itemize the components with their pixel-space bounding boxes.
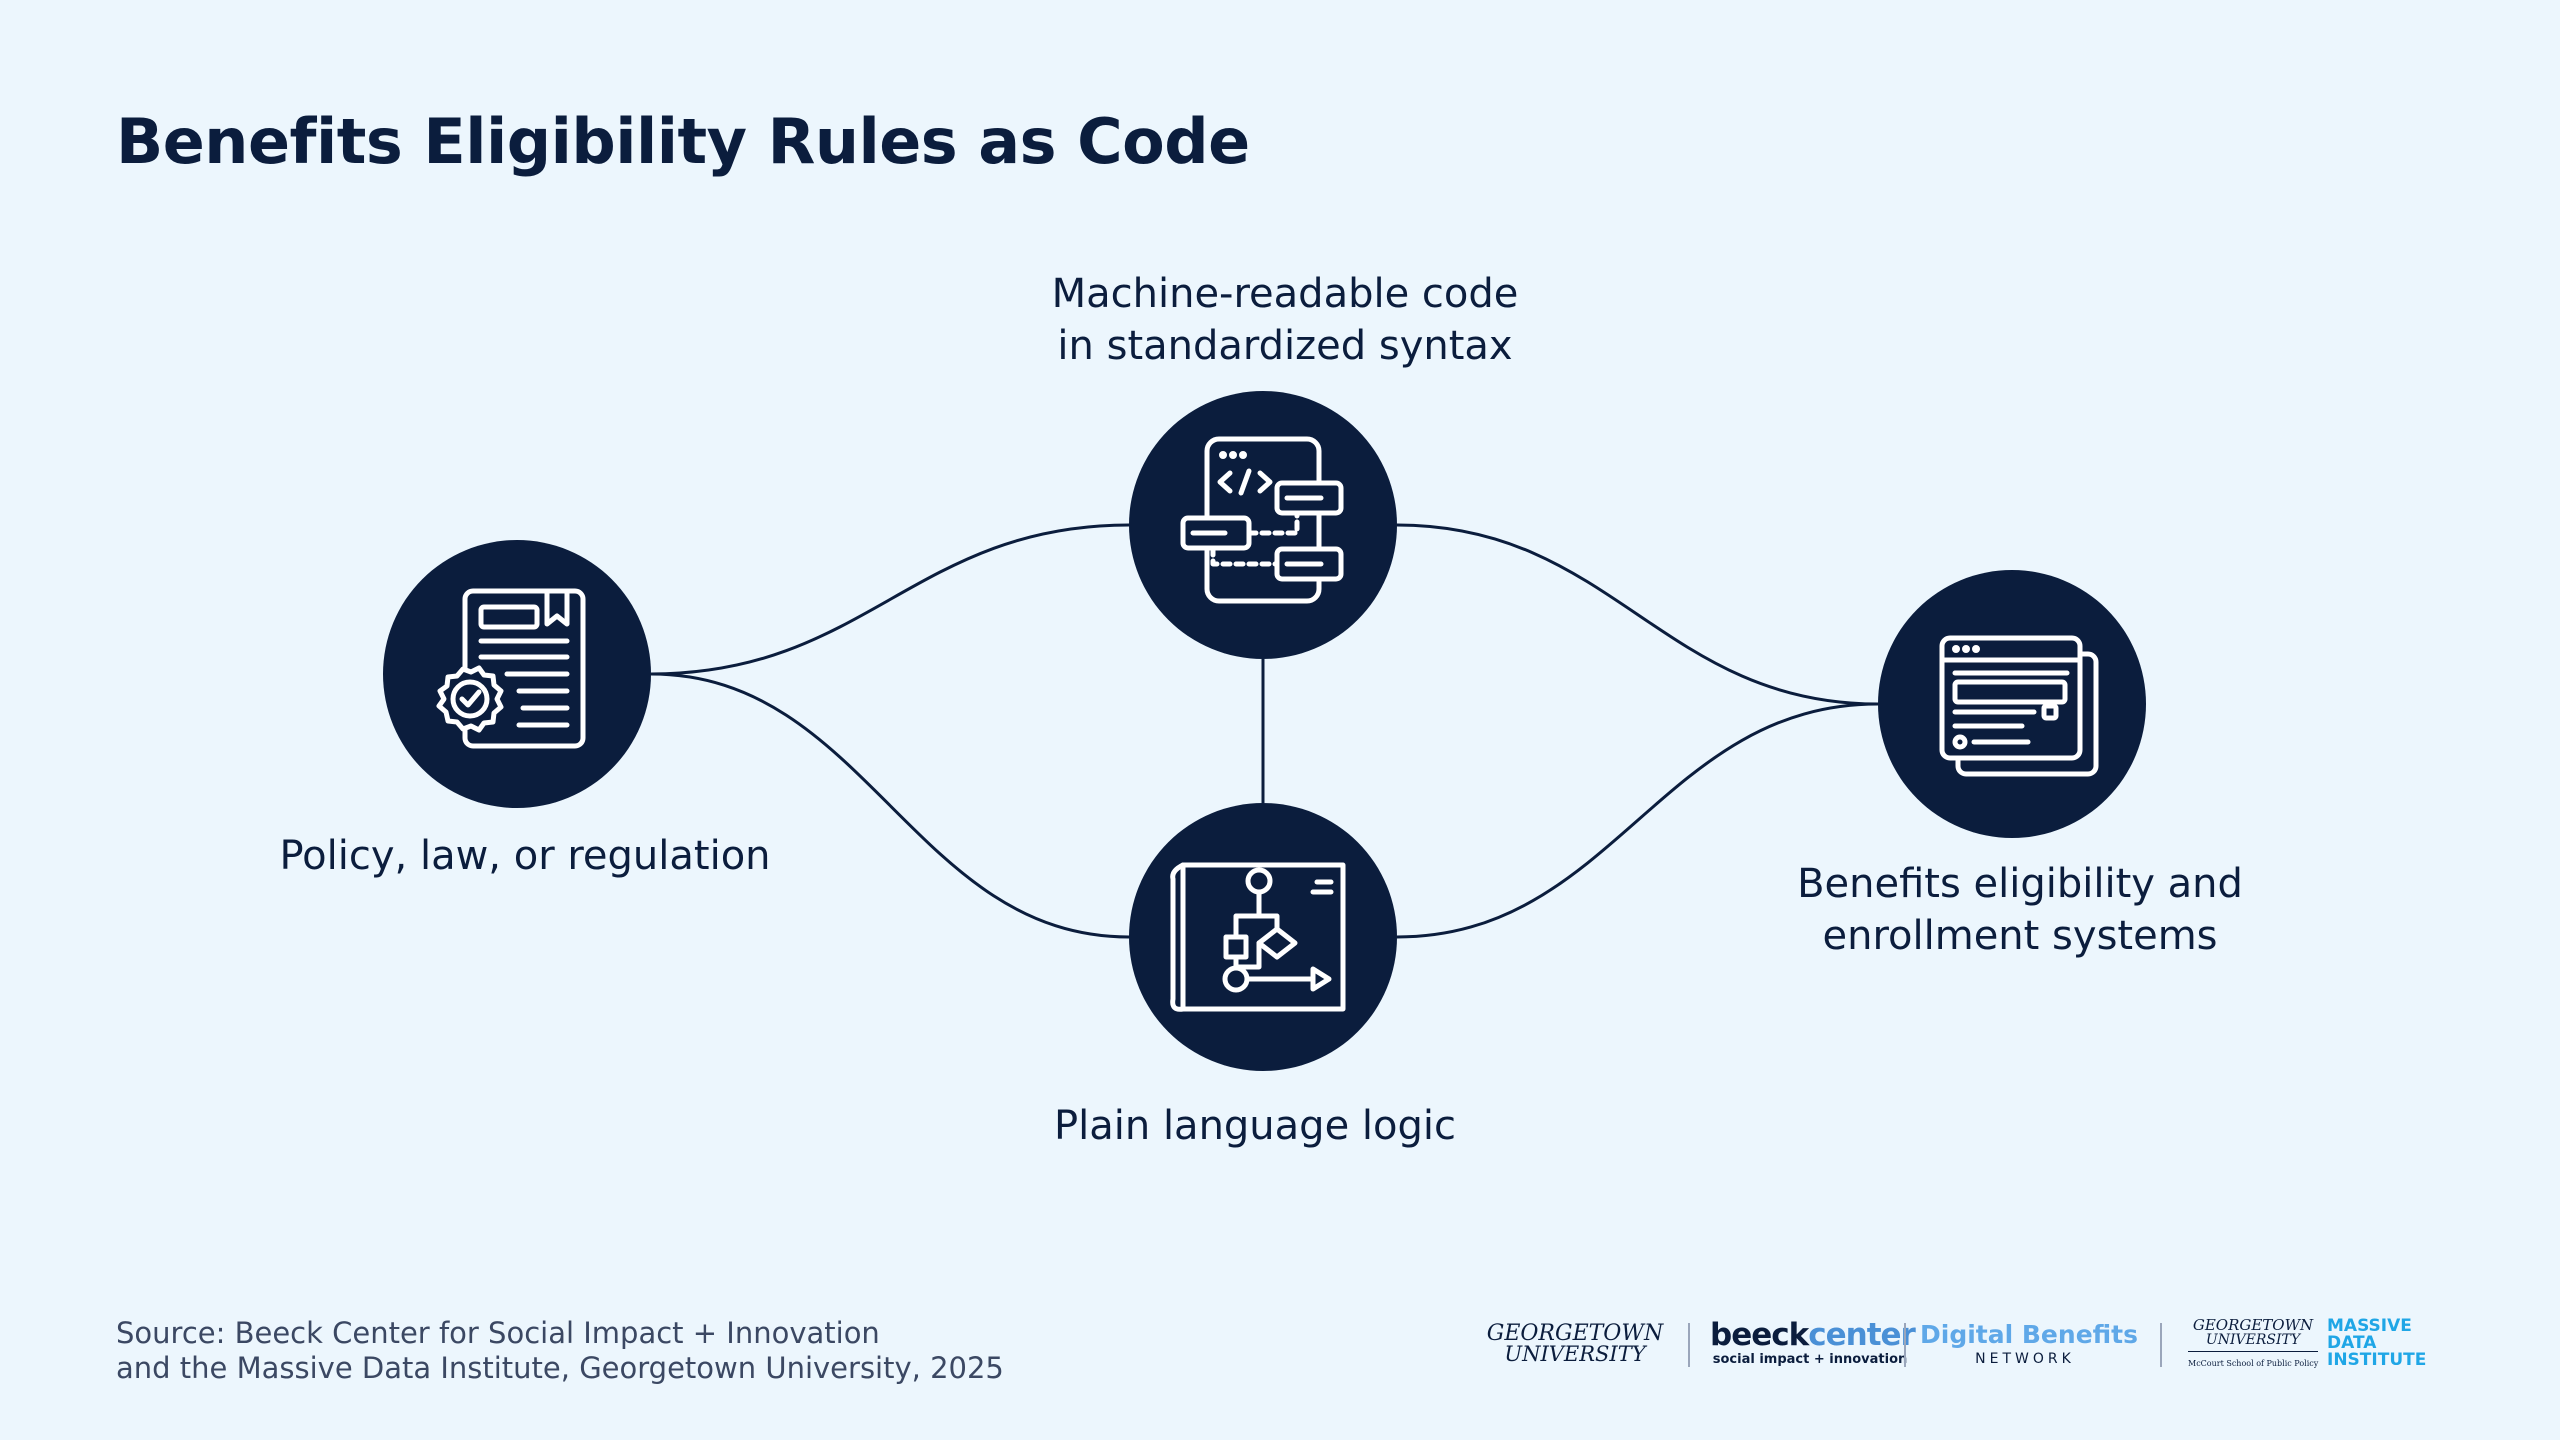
node-systems: [1878, 570, 2146, 838]
center-word: center: [1808, 1317, 1916, 1353]
node-policy: [383, 540, 651, 808]
logo-line: GEORGETOWN: [1486, 1321, 1664, 1346]
label-policy-law-regulation: Policy, law, or regulation: [240, 830, 810, 882]
logo-line: McCourt School of Public Policy: [2188, 1359, 2319, 1368]
logo-divider: [1904, 1323, 1906, 1367]
edge-policy-code: [650, 523, 1130, 676]
beeck-word: beeck: [1710, 1317, 1809, 1353]
node-logic: [1129, 803, 1397, 1071]
massive-data-institute-logo: MASSIVE DATA INSTITUTE: [2327, 1318, 2447, 1369]
dbn-name: Digital Benefits: [1920, 1320, 2139, 1349]
logo-divider: [2160, 1323, 2162, 1367]
label-plain-language-logic: Plain language logic: [1000, 1100, 1510, 1152]
logo-line: UNIVERSITY: [1504, 1342, 1646, 1366]
edge-code-systems: [1396, 523, 1879, 706]
label-benefits-systems: Benefits eligibility and enrollment syst…: [1740, 858, 2300, 962]
beeck-wordmark: beeckcenter: [1710, 1317, 1916, 1353]
logo-line: GEORGETOWN: [2192, 1316, 2314, 1334]
label-line: Benefits eligibility and: [1797, 861, 2243, 907]
label-line: in standardized syntax: [1057, 323, 1513, 369]
logo-line: MASSIVE: [2327, 1316, 2412, 1336]
georgetown-university-logo: GEORGETOWN UNIVERSITY: [1480, 1323, 1670, 1365]
node-code: [1129, 391, 1397, 659]
edges-layer: [650, 523, 1879, 939]
web-application-window-icon: [1942, 638, 2096, 774]
source-line: Source: Beeck Center for Social Impact +…: [116, 1316, 880, 1350]
dbn-sub: NETWORK: [1975, 1351, 2075, 1367]
nodes-layer: [383, 391, 2146, 1071]
logo-divider: [1688, 1323, 1690, 1367]
node-circle: [1129, 391, 1397, 659]
page-title: Benefits Eligibility Rules as Code: [116, 105, 1250, 178]
label-machine-readable-code: Machine-readable code in standardized sy…: [1020, 268, 1550, 372]
logo-line: UNIVERSITY: [2188, 1333, 2318, 1352]
mccourt-school-logo: GEORGETOWN UNIVERSITY McCourt School of …: [2188, 1318, 2318, 1371]
beeck-tagline: social impact + innovation: [1712, 1352, 1908, 1367]
edge-policy-logic: [650, 672, 1130, 939]
digital-benefits-network-logo: Digital Benefits NETWORK: [1920, 1320, 2139, 1368]
label-line: Machine-readable code: [1051, 271, 1519, 317]
source-note: Source: Beeck Center for Social Impact +…: [116, 1316, 1004, 1386]
edge-logic-systems: [1396, 702, 1879, 939]
label-line: Plain language logic: [1054, 1103, 1456, 1149]
logo-line: INSTITUTE: [2327, 1350, 2427, 1370]
label-line: Policy, law, or regulation: [279, 833, 771, 879]
label-line: enrollment systems: [1822, 913, 2218, 959]
logo-line: DATA: [2327, 1333, 2377, 1353]
source-line: and the Massive Data Institute, Georgeto…: [116, 1351, 1004, 1385]
beeck-center-logo: beeckcenter social impact + innovation: [1710, 1317, 1916, 1367]
